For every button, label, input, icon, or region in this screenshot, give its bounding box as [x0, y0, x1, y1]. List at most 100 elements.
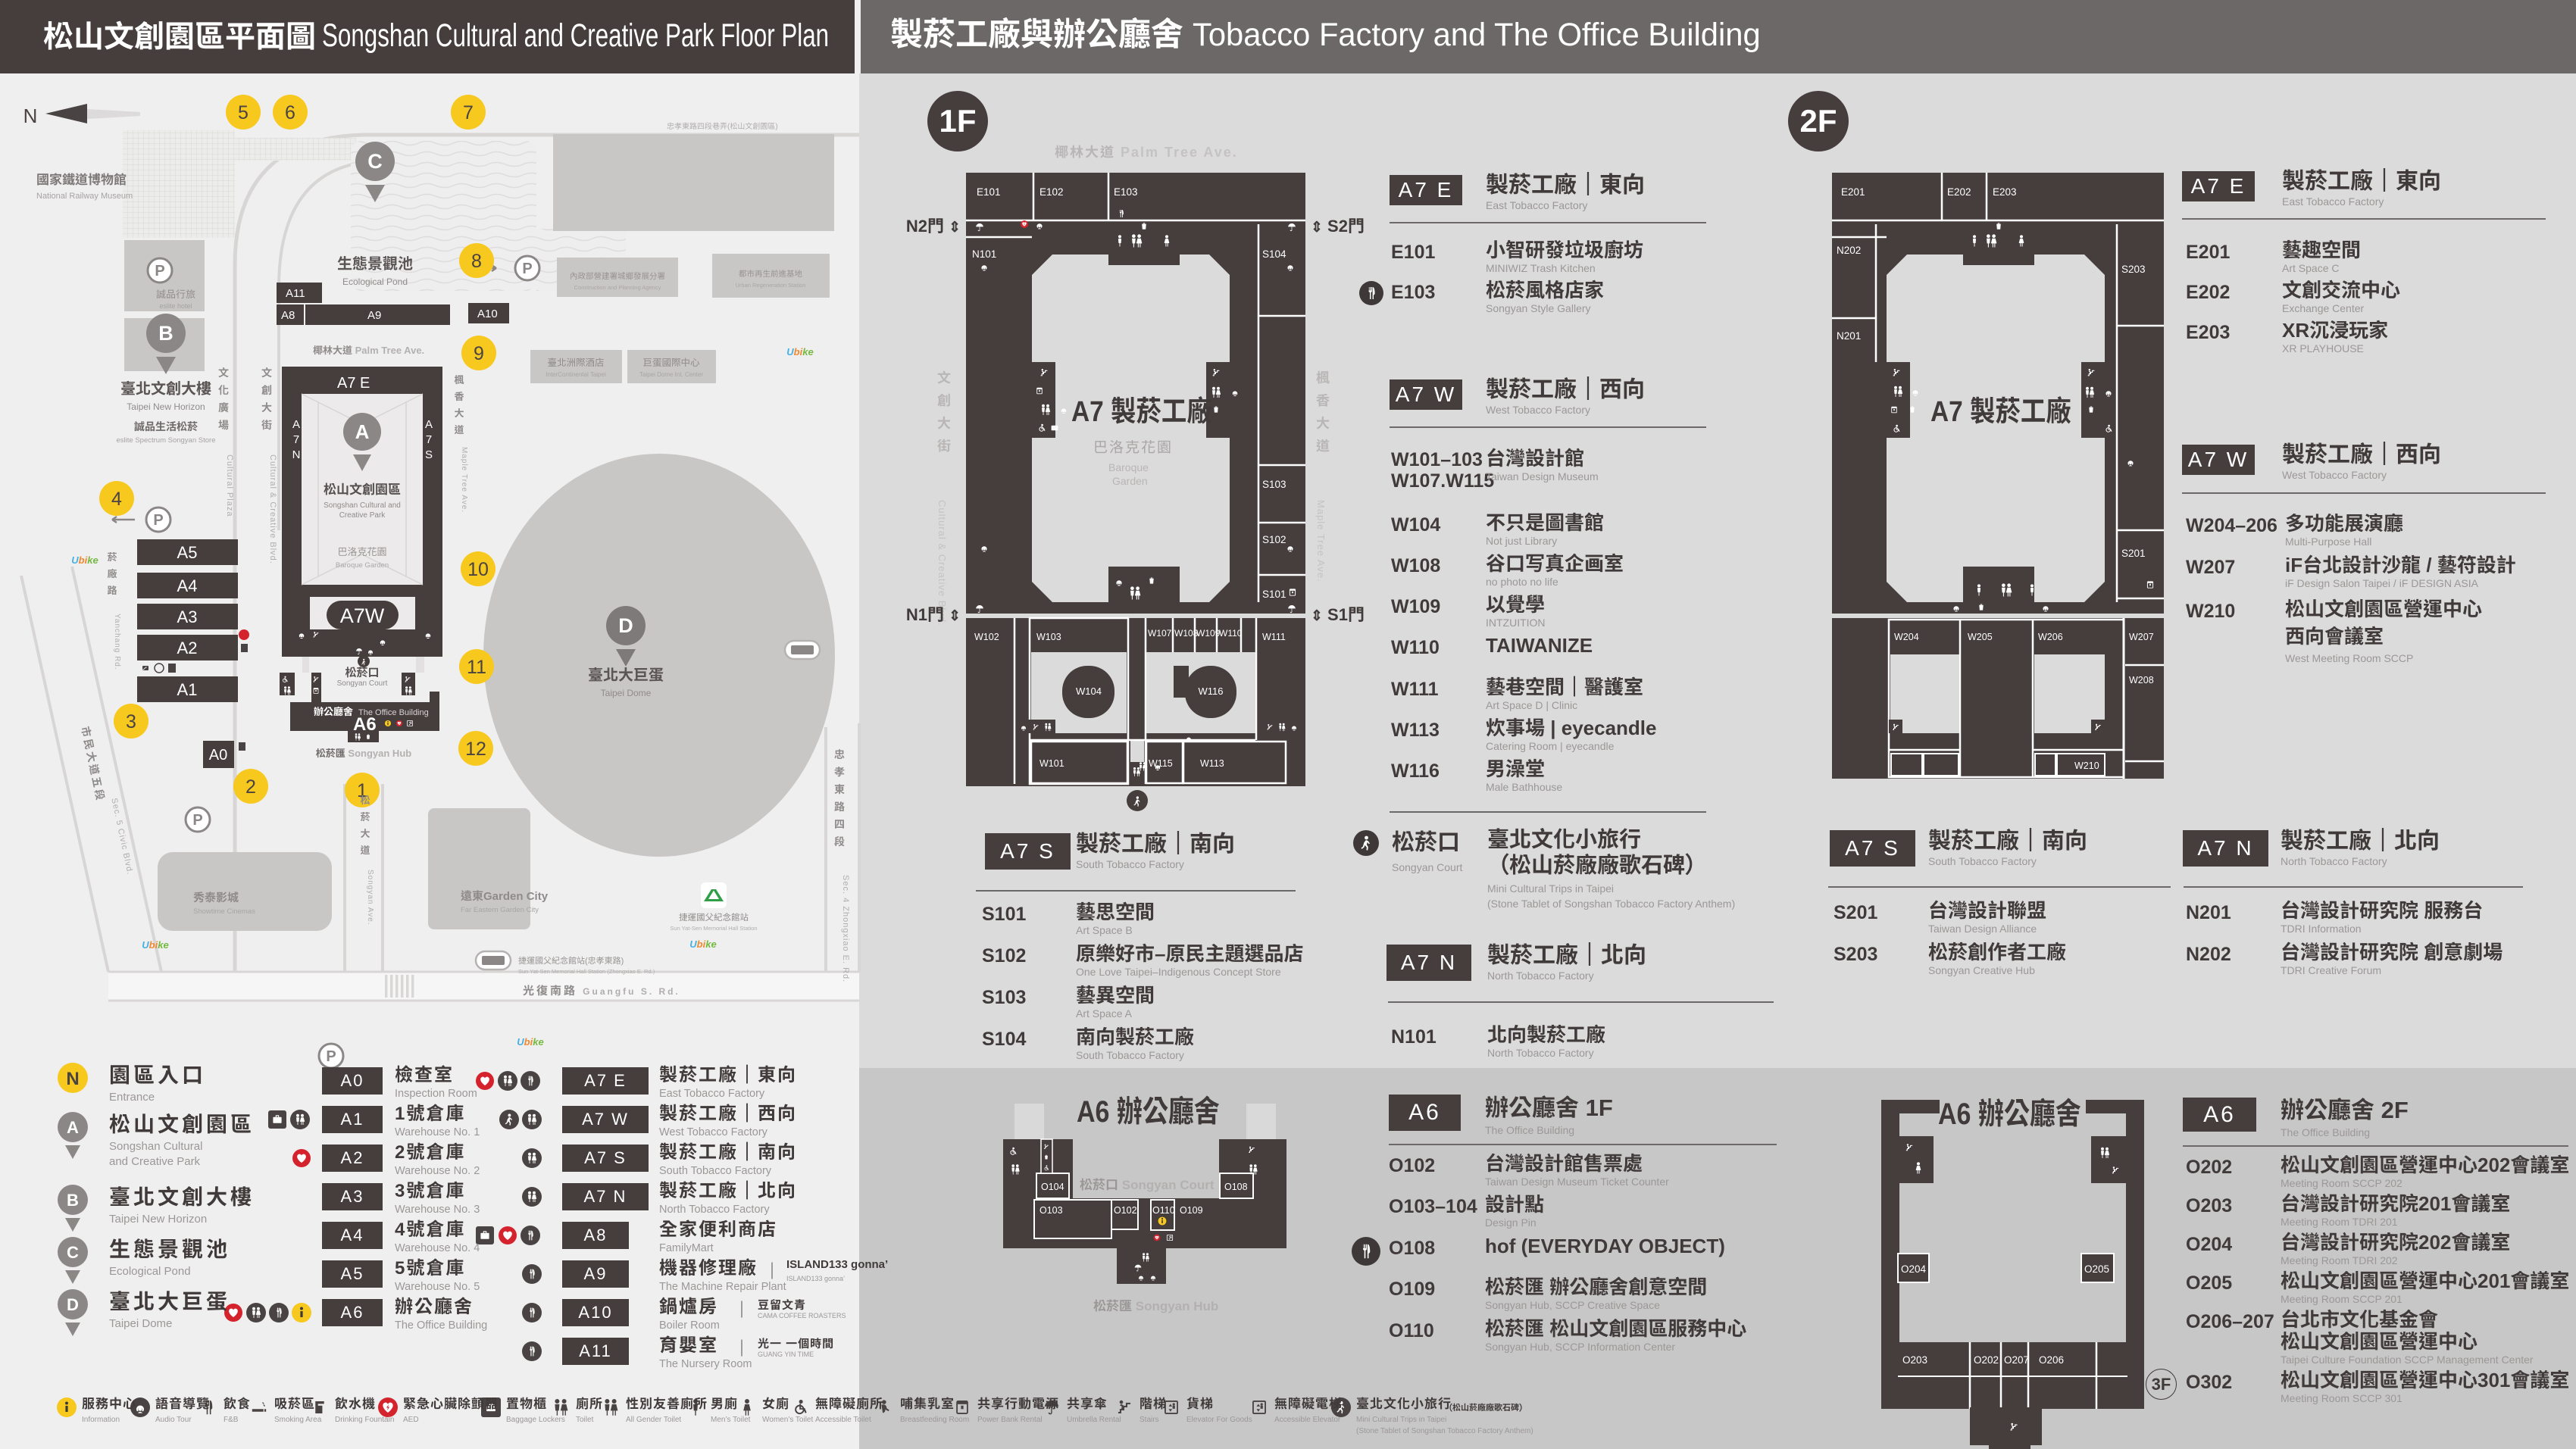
- svg-text:2: 2: [245, 776, 256, 798]
- svg-text:10: 10: [467, 559, 489, 580]
- svg-text:Ubike: Ubike: [517, 1036, 543, 1048]
- svg-text:E101: E101: [977, 186, 1001, 198]
- svg-text:W208: W208: [2129, 675, 2154, 685]
- svg-text:W108: W108: [1174, 628, 1199, 639]
- svg-text:A5: A5: [177, 543, 198, 562]
- svg-text:松山文創園區: 松山文創園區: [324, 482, 401, 497]
- svg-text:W109: W109: [1196, 628, 1221, 639]
- svg-text:3: 3: [126, 711, 136, 732]
- svg-text:W210: W210: [2074, 760, 2099, 771]
- svg-text:W110: W110: [1219, 628, 1243, 639]
- svg-text:P: P: [155, 263, 164, 279]
- svg-text:N202: N202: [1837, 245, 1861, 256]
- svg-text:7: 7: [293, 433, 299, 446]
- svg-text:O102: O102: [1114, 1205, 1137, 1216]
- svg-text:A2: A2: [177, 639, 198, 657]
- svg-text:S102: S102: [1262, 534, 1286, 545]
- svg-text:8: 8: [471, 251, 482, 272]
- svg-text:Sun Yat-Sen Memorial Hall Stat: Sun Yat-Sen Memorial Hall Station (Zhong…: [518, 968, 655, 975]
- svg-text:生態景觀池: 生態景觀池: [337, 255, 413, 273]
- svg-text:誠品行旅: 誠品行旅: [156, 289, 195, 300]
- svg-text:O109: O109: [1180, 1205, 1203, 1216]
- svg-text:A11: A11: [286, 287, 305, 300]
- svg-text:O104: O104: [1041, 1182, 1064, 1192]
- svg-text:E201: E201: [1841, 186, 1865, 198]
- svg-text:Ubike: Ubike: [786, 346, 813, 358]
- svg-text:Sec. 4 Zhongxiao E. Rd.: Sec. 4 Zhongxiao E. Rd.: [841, 875, 850, 982]
- svg-text:巨蛋國際中心: 巨蛋國際中心: [642, 358, 700, 368]
- svg-text:文創大街: 文創大街: [261, 365, 273, 435]
- svg-text:eslite Spectrum Songyan Store: eslite Spectrum Songyan Store: [117, 436, 216, 445]
- svg-text:S: S: [425, 448, 433, 461]
- svg-text:S203: S203: [2121, 264, 2146, 275]
- svg-text:W207: W207: [2129, 632, 2154, 642]
- svg-text:E203: E203: [1993, 186, 2017, 198]
- svg-text:A0: A0: [209, 747, 227, 764]
- svg-text:O206: O206: [2039, 1354, 2064, 1366]
- svg-text:內政部營建署城鄉發展分署: 內政部營建署城鄉發展分署: [570, 271, 665, 281]
- svg-text:N: N: [66, 1069, 79, 1089]
- svg-text:Creative Park: Creative Park: [339, 511, 386, 520]
- svg-text:A1: A1: [177, 680, 198, 699]
- svg-text:國家鐵道博物館: 國家鐵道博物館: [36, 173, 127, 187]
- svg-text:A7W: A7W: [340, 604, 385, 627]
- svg-text:巴洛克花園: 巴洛克花園: [337, 546, 386, 557]
- svg-text:Taipei Dome: Taipei Dome: [601, 688, 652, 698]
- svg-text:光復南路 Guangfu S. Rd.: 光復南路 Guangfu S. Rd.: [523, 985, 680, 998]
- svg-text:5: 5: [238, 102, 249, 123]
- svg-text:Ubike: Ubike: [71, 554, 98, 566]
- svg-text:W102: W102: [974, 632, 999, 642]
- svg-text:菸廠路: 菸廠路: [106, 549, 117, 599]
- svg-text:A7 E: A7 E: [337, 375, 370, 392]
- svg-text:O202: O202: [1974, 1354, 1999, 1366]
- svg-text:P: P: [522, 261, 532, 277]
- svg-text:D: D: [67, 1295, 79, 1314]
- svg-text:12: 12: [465, 739, 486, 760]
- svg-text:W107: W107: [1148, 628, 1172, 639]
- svg-text:W103: W103: [1036, 632, 1061, 642]
- svg-text:D: D: [618, 614, 633, 637]
- svg-text:忠孝東路四段巷弄(松山文創園區): 忠孝東路四段巷弄(松山文創園區): [667, 122, 778, 131]
- svg-text:誠品生活松菸: 誠品生活松菸: [134, 420, 198, 433]
- svg-text:秀泰影城: 秀泰影城: [193, 892, 239, 904]
- svg-text:InterContinental Taipei: InterContinental Taipei: [546, 371, 606, 378]
- svg-text:O203: O203: [1902, 1354, 1927, 1366]
- svg-text:W111: W111: [1262, 632, 1286, 642]
- svg-text:N101: N101: [972, 248, 996, 260]
- svg-text:11: 11: [467, 657, 486, 678]
- svg-text:臺北洲際酒店: 臺北洲際酒店: [547, 358, 604, 368]
- svg-text:A3: A3: [177, 607, 198, 626]
- svg-text:W113: W113: [1200, 758, 1224, 769]
- svg-text:1: 1: [357, 780, 367, 801]
- svg-text:Maple Tree Ave.: Maple Tree Ave.: [460, 447, 468, 513]
- svg-text:C: C: [367, 150, 383, 173]
- svg-text:辦公廳舍: 辦公廳舍: [314, 706, 353, 717]
- svg-text:W205: W205: [1968, 632, 1993, 642]
- svg-text:Taipei Dome Int. Center: Taipei Dome Int. Center: [639, 371, 703, 378]
- svg-text:B: B: [67, 1191, 79, 1210]
- svg-text:W104: W104: [1076, 685, 1102, 697]
- svg-text:7: 7: [426, 433, 432, 446]
- svg-text:捷運國父紀念館站: 捷運國父紀念館站: [679, 913, 749, 923]
- svg-text:Cultural Plaza: Cultural Plaza: [225, 454, 234, 517]
- svg-text:6: 6: [285, 102, 295, 123]
- svg-text:Sun Yat-Sen Memorial Hall Stat: Sun Yat-Sen Memorial Hall Station: [670, 925, 757, 932]
- svg-text:文化廣場: 文化廣場: [217, 365, 230, 435]
- svg-text:Cultural & Creative Blvd.: Cultural & Creative Blvd.: [268, 454, 277, 564]
- svg-text:E202: E202: [1947, 186, 1971, 198]
- svg-text:A: A: [67, 1118, 79, 1137]
- svg-text:Songyan Court: Songyan Court: [337, 679, 388, 688]
- svg-text:Showtime Cinemas: Showtime Cinemas: [193, 907, 255, 916]
- svg-text:Ubike: Ubike: [142, 939, 168, 951]
- svg-text:W116: W116: [1199, 685, 1224, 697]
- svg-text:市民大道五段: 市民大道五段: [79, 725, 107, 803]
- svg-text:N: N: [23, 105, 38, 127]
- svg-text:A: A: [292, 418, 300, 431]
- svg-text:The Office Building: The Office Building: [358, 708, 429, 717]
- svg-text:W101: W101: [1039, 758, 1064, 769]
- svg-text:遠東Garden City: 遠東Garden City: [461, 890, 549, 903]
- svg-text:楓香大道: 楓香大道: [453, 372, 464, 439]
- svg-text:Ecological Pond: Ecological Pond: [342, 276, 408, 287]
- svg-text:O204: O204: [1901, 1263, 1927, 1275]
- svg-text:4: 4: [111, 489, 122, 510]
